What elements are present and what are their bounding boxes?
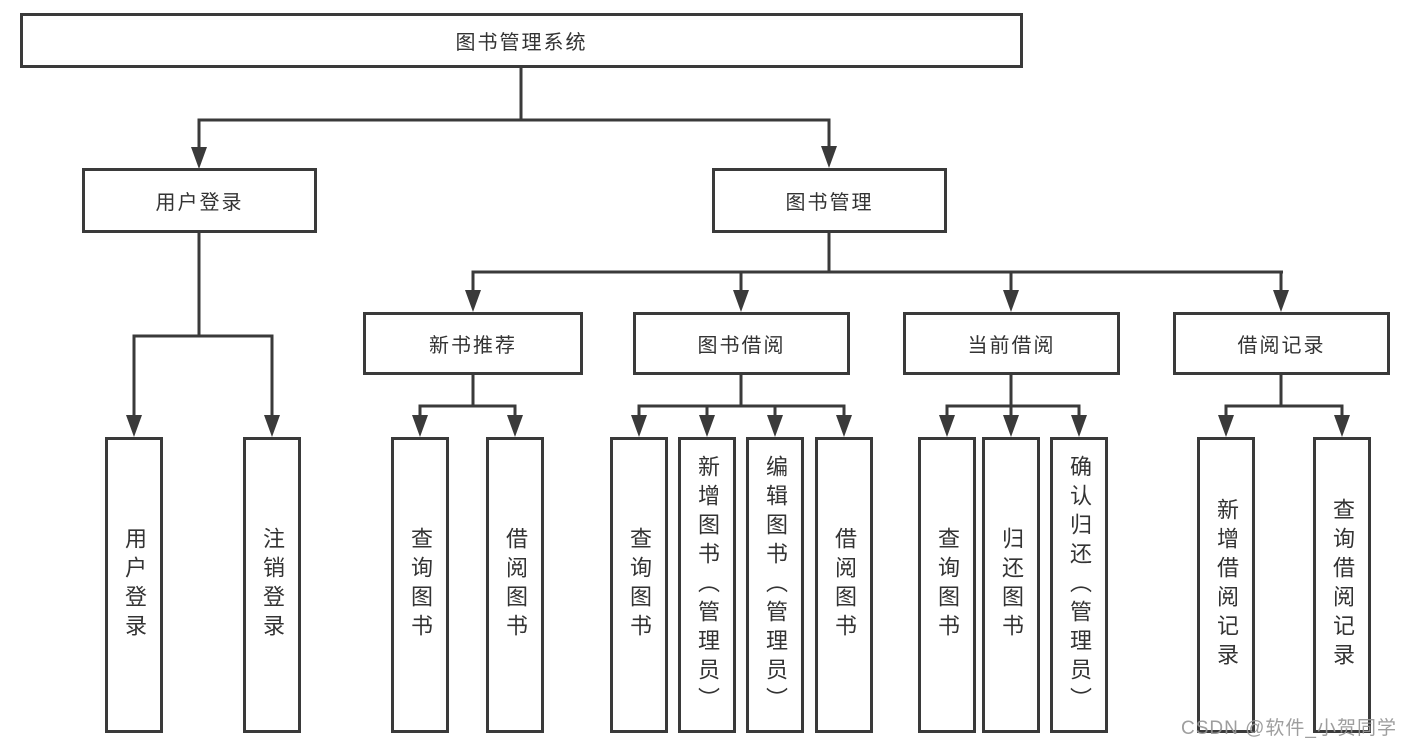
node-current-borrow-label: 当前借阅 <box>967 335 1056 357</box>
leaf-newbooks-query-books-label: 查询图书 <box>408 527 433 643</box>
leaf-newbooks-borrow-books-label: 借阅图书 <box>503 527 528 643</box>
csdn-watermark: CSDN @软件_小贺同学 <box>1181 718 1397 739</box>
leaf-bookborrow-add-books-admin: 新增图书（管理员） <box>678 437 736 733</box>
node-user-login: 用户登录 <box>82 168 317 233</box>
leaf-records-query-record: 查询借阅记录 <box>1313 437 1371 733</box>
leaf-bookborrow-edit-books-admin-label: 编辑图书（管理员） <box>763 454 788 716</box>
leaf-user-login-label: 用户登录 <box>122 527 147 643</box>
leaf-bookborrow-edit-books-admin: 编辑图书（管理员） <box>746 437 804 733</box>
node-book-borrow: 图书借阅 <box>633 312 850 375</box>
leaf-records-add-record-label: 新增借阅记录 <box>1214 498 1239 672</box>
leaf-bookborrow-borrow-books-label: 借阅图书 <box>832 527 857 643</box>
node-user-login-label: 用户登录 <box>155 192 244 214</box>
leaf-current-confirm-return-admin-label: 确认归还（管理员） <box>1067 454 1092 716</box>
node-book-borrow-label: 图书借阅 <box>697 335 786 357</box>
leaf-records-add-record: 新增借阅记录 <box>1197 437 1255 733</box>
leaf-bookborrow-query-books-label: 查询图书 <box>627 527 652 643</box>
leaf-records-query-record-label: 查询借阅记录 <box>1330 498 1355 672</box>
leaf-current-query-books-label: 查询图书 <box>935 527 960 643</box>
node-book-management-label: 图书管理 <box>785 192 874 214</box>
node-book-management: 图书管理 <box>712 168 947 233</box>
leaf-current-return-books: 归还图书 <box>982 437 1040 733</box>
node-current-borrow: 当前借阅 <box>903 312 1120 375</box>
node-root-label: 图书管理系统 <box>455 32 588 54</box>
node-borrow-records-label: 借阅记录 <box>1237 335 1326 357</box>
node-borrow-records: 借阅记录 <box>1173 312 1390 375</box>
leaf-current-confirm-return-admin: 确认归还（管理员） <box>1050 437 1108 733</box>
leaf-bookborrow-borrow-books: 借阅图书 <box>815 437 873 733</box>
leaf-newbooks-borrow-books: 借阅图书 <box>486 437 544 733</box>
leaf-newbooks-query-books: 查询图书 <box>391 437 449 733</box>
leaf-current-return-books-label: 归还图书 <box>999 527 1024 643</box>
leaf-logout-label: 注销登录 <box>260 527 285 643</box>
node-root: 图书管理系统 <box>20 13 1023 68</box>
leaf-logout: 注销登录 <box>243 437 301 733</box>
node-new-book-recommend: 新书推荐 <box>363 312 583 375</box>
node-new-book-recommend-label: 新书推荐 <box>429 335 517 357</box>
leaf-user-login: 用户登录 <box>105 437 163 733</box>
leaf-current-query-books: 查询图书 <box>918 437 976 733</box>
leaf-bookborrow-add-books-admin-label: 新增图书（管理员） <box>695 454 720 716</box>
leaf-bookborrow-query-books: 查询图书 <box>610 437 668 733</box>
